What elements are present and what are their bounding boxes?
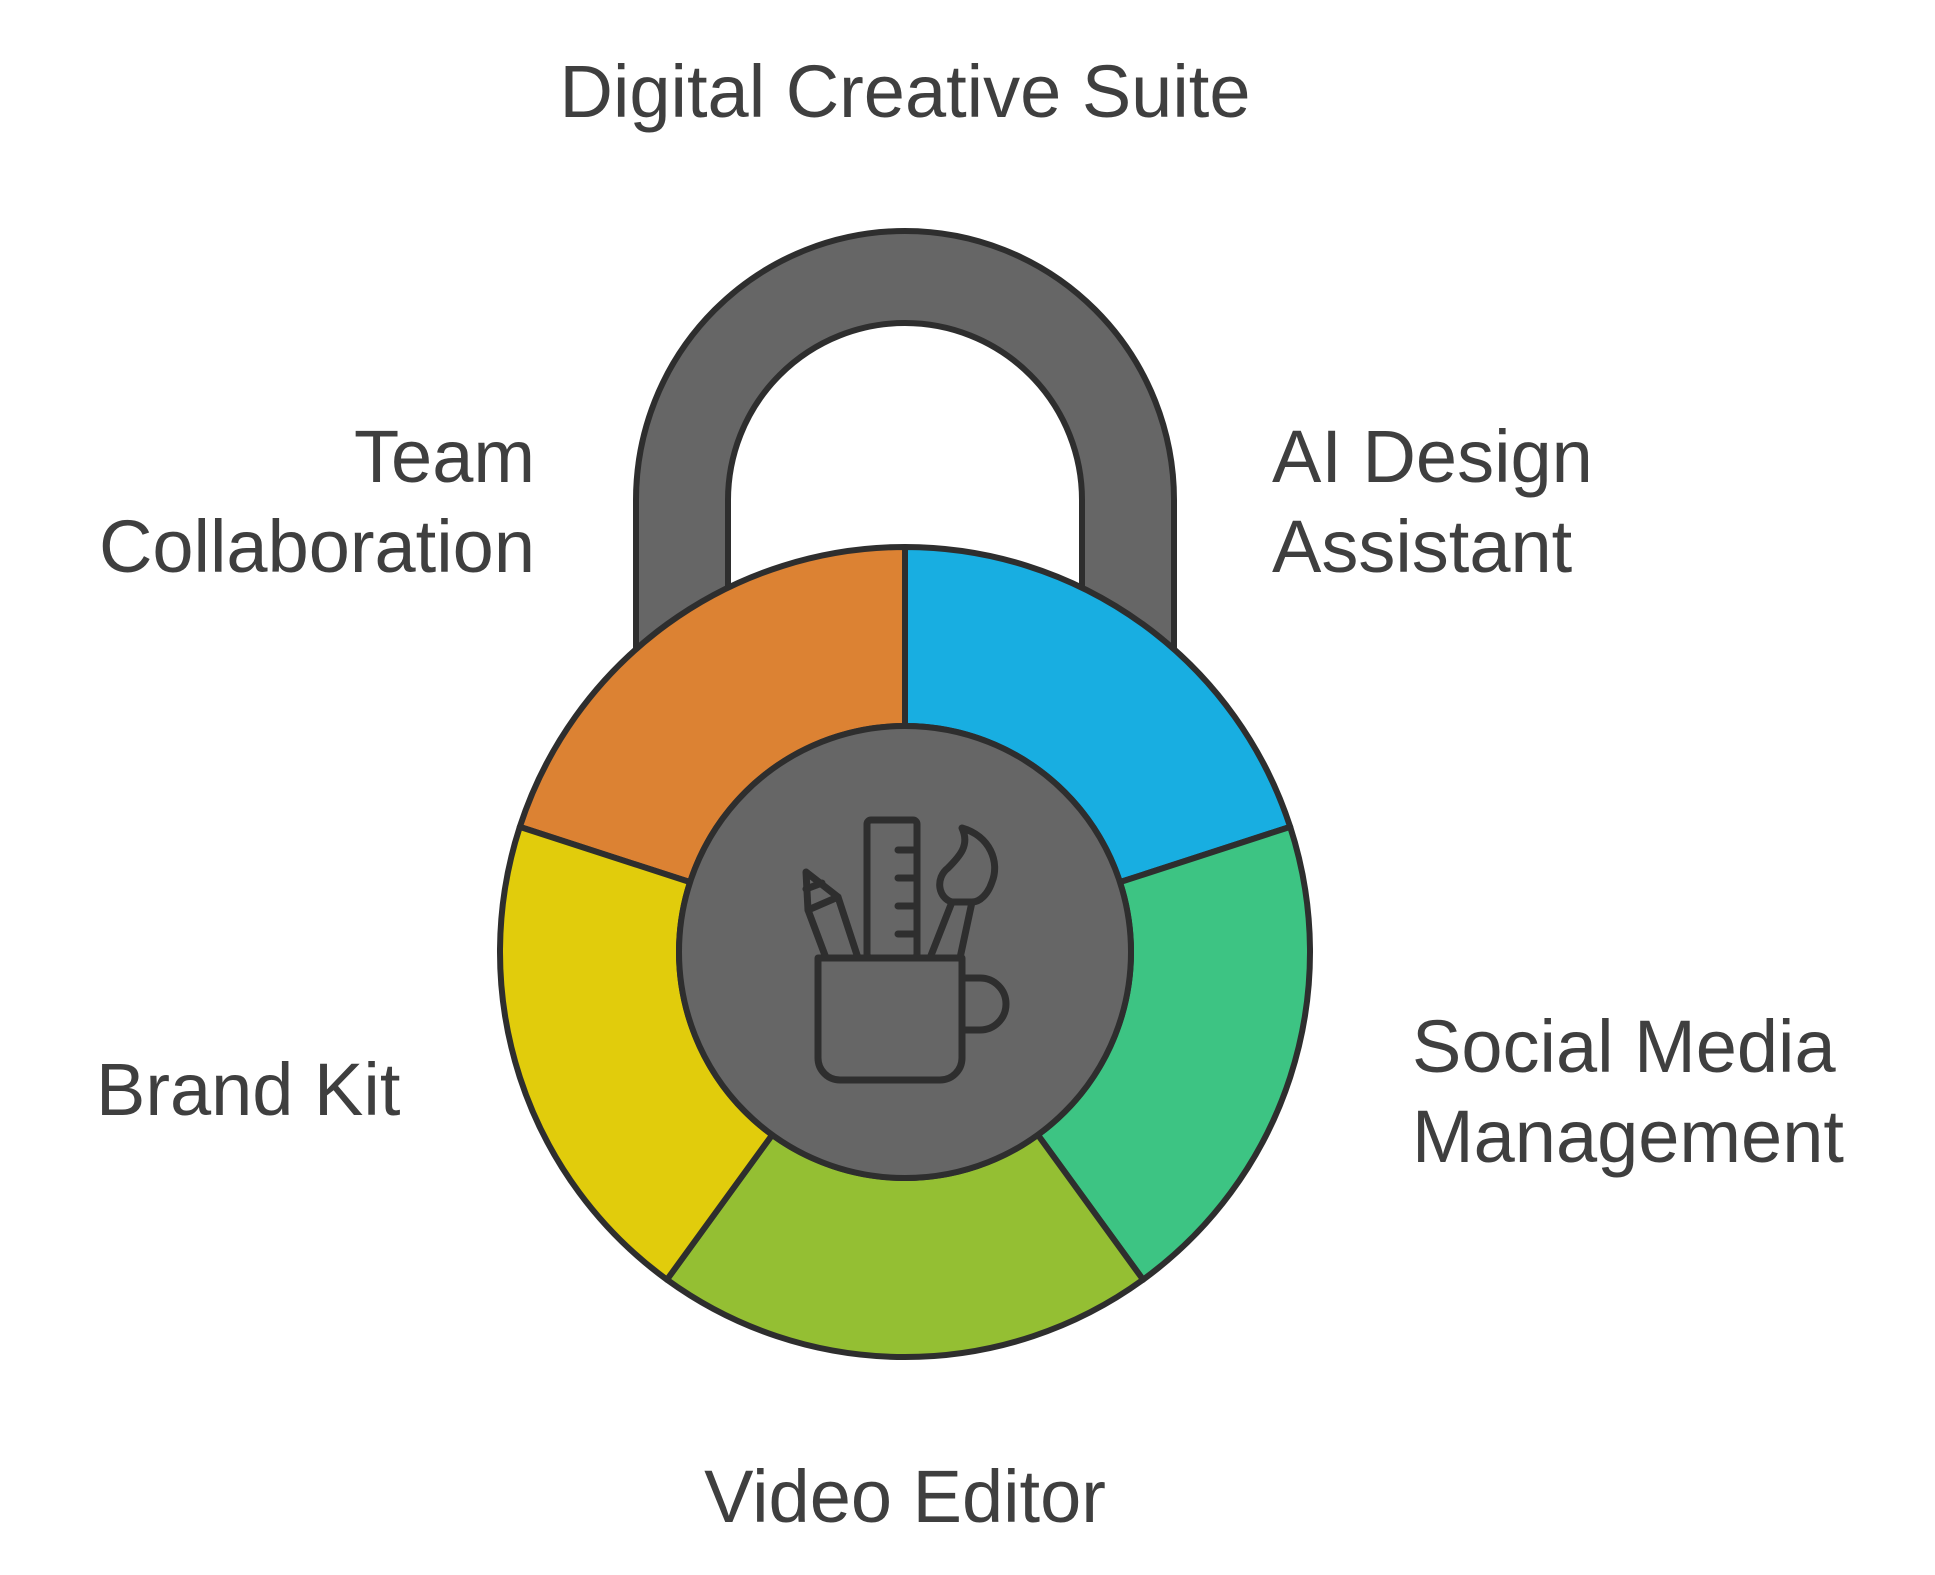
label-video-editor: Video Editor (704, 1455, 1106, 1538)
label-ai-design-assistant: AI Design Assistant (1272, 415, 1593, 588)
art-supplies-mug-icon (802, 816, 1010, 1084)
label-brand-kit: Brand Kit (96, 1048, 401, 1131)
diagram-title: Digital Creative Suite (559, 50, 1251, 133)
padlock-center-hub (676, 723, 1134, 1181)
label-team-collaboration: Team Collaboration (98, 415, 535, 588)
label-social-media-management: Social Media Management (1412, 1005, 1844, 1178)
padlock-shackle (633, 228, 1177, 653)
